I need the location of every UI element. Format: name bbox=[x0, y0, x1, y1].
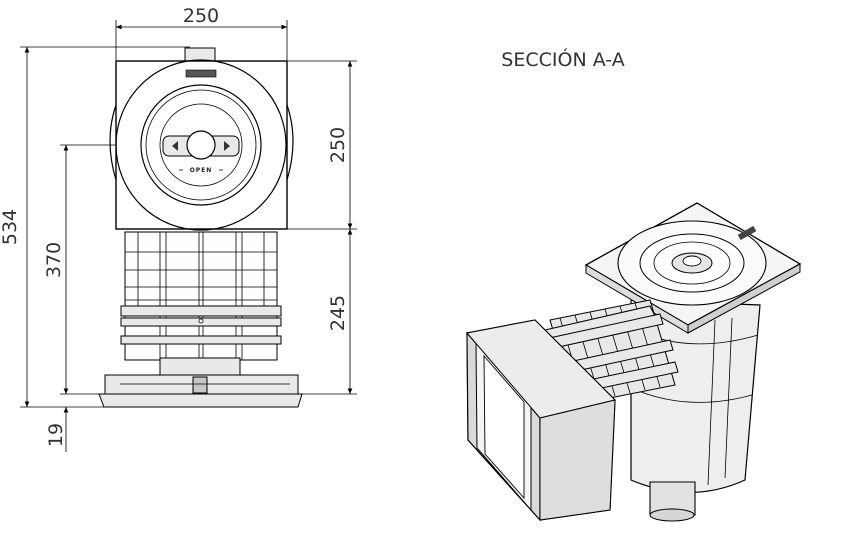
dim-height-base: 19 bbox=[45, 423, 67, 447]
dim-height-total: 534 bbox=[0, 209, 21, 245]
cover-open-label: OPEN bbox=[190, 167, 213, 174]
isometric-view bbox=[466, 202, 802, 522]
dim-height-cover: 250 bbox=[327, 127, 349, 163]
section-title: SECCIÓN A-A bbox=[501, 47, 624, 71]
dimension-lines bbox=[20, 20, 357, 452]
dim-height-body: 245 bbox=[327, 295, 349, 331]
dim-height-370: 370 bbox=[43, 242, 65, 278]
dim-width-top: 250 bbox=[183, 5, 219, 27]
front-view: OPEN bbox=[98, 47, 303, 408]
